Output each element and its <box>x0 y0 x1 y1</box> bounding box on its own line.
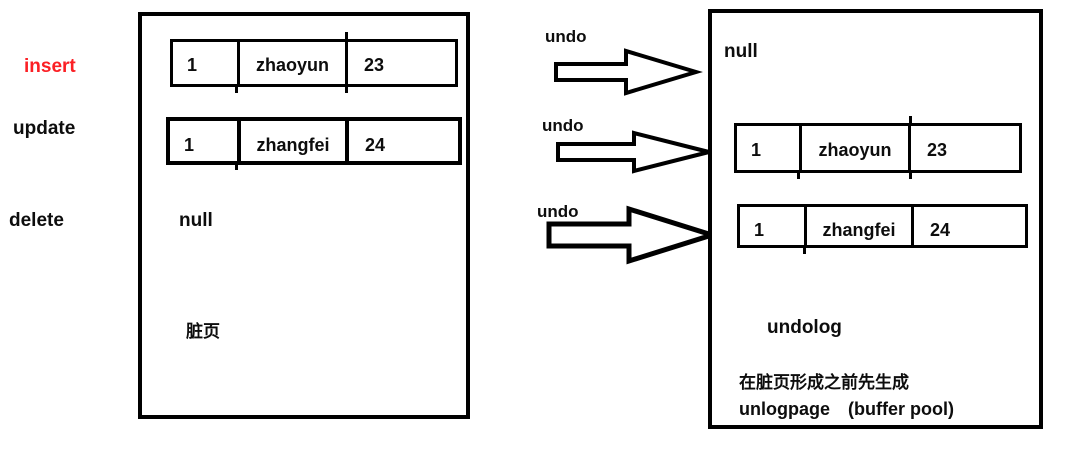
delete-label: delete <box>9 210 64 231</box>
tick-mark <box>345 32 348 41</box>
undo-label-2: undo <box>542 116 584 135</box>
tick-mark <box>909 170 912 179</box>
right-null-label: null <box>724 41 758 62</box>
note-line-1: 在脏页形成之前先生成 <box>739 373 909 392</box>
dirty-page-caption: 脏页 <box>186 322 220 341</box>
undo-label-3: undo <box>537 202 579 221</box>
undo-label-1: undo <box>545 27 587 46</box>
undo-arrow-1 <box>554 48 703 96</box>
tick-mark <box>345 84 348 93</box>
record-name: zhaoyun <box>237 42 348 84</box>
tick-mark <box>909 116 912 125</box>
record-id: 1 <box>751 140 762 160</box>
record-name: zhangfei <box>804 207 914 245</box>
record-row-zhangfei-right: 1 zhangfei 24 <box>737 204 1028 248</box>
record-value: 24 <box>365 135 386 155</box>
insert-label: insert <box>24 56 76 77</box>
record-id: 1 <box>184 135 195 155</box>
record-value: 23 <box>364 55 385 75</box>
record-name: zhaoyun <box>799 126 911 170</box>
tick-mark <box>235 161 238 170</box>
undo-arrow-3 <box>546 205 721 265</box>
tick-mark <box>803 245 806 254</box>
undolog-caption: undolog <box>767 317 842 338</box>
record-id: 1 <box>754 220 765 240</box>
note-line-2: unlogpage (buffer pool) <box>739 399 954 419</box>
tick-mark <box>797 170 800 179</box>
tick-mark <box>235 84 238 93</box>
undo-arrow-2 <box>556 130 710 174</box>
record-row-zhaoyun-right: 1 zhaoyun 23 <box>734 123 1022 173</box>
record-row-zhangfei-left: 1 zhangfei 24 <box>166 117 462 165</box>
update-label: update <box>13 118 76 139</box>
record-value: 23 <box>927 140 948 160</box>
left-null-label: null <box>179 210 213 231</box>
record-row-zhaoyun-left: 1 zhaoyun 23 <box>170 39 458 87</box>
record-id: 1 <box>187 55 198 75</box>
record-value: 24 <box>930 220 951 240</box>
record-name: zhangfei <box>237 121 349 161</box>
